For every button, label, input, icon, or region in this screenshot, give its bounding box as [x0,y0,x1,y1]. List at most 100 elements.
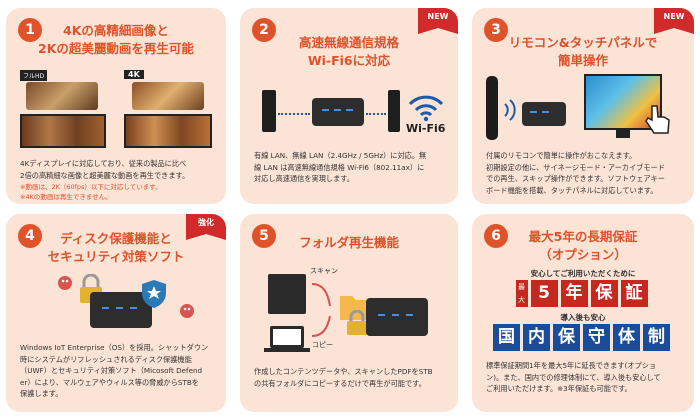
desc-line: 有線 LAN、無線 LAN（2.4GHz / 5GHz）に対応。無 [254,151,427,160]
fullhd-monitor-image: フルHD [20,70,106,150]
card-title-line: セキュリティ対策ソフト [47,249,185,264]
desc-line: 作成したコンテンツデータや、スキャンしたPDFをSTB [254,367,433,376]
desc-line: 標準保証期間1年を最大5年に延長できます(オプショ [486,361,657,370]
card-description: 有線 LAN、無線 LAN（2.4GHz / 5GHz）に対応。無 線 LAN … [254,150,446,185]
desc-line: 4Kディスプレイに対応しており、従来の製品に比べ [20,159,187,168]
copy-label: コピー [312,341,333,349]
card-title-line: Wi-Fi6に対応 [307,53,391,68]
remote-control-image [486,76,498,140]
card-title: 高速無線通信規格 Wi-Fi6に対応 [240,34,458,70]
card-title-line: 2Kの超美麗動画を再生可能 [38,41,194,56]
desc-line: での再生、スキップ操作ができます。ソフトウェアキー [486,174,665,183]
led [116,307,123,309]
card-number: 3 [484,18,508,42]
led [322,109,329,111]
card-title: 4Kの高精細画像と 2Kの超美麗動画を再生可能 [6,22,226,58]
desc-line: （UWF）とセキュリティ対策ソフト（Micosoft Defend [20,366,203,375]
led [406,314,413,316]
led [334,109,341,111]
stamp-char: 5 [530,280,558,307]
wifi-icon [408,95,444,122]
desc-line: Windows IoT Enterprise（OS）を採用。シャットダウン [20,343,209,352]
monitor-screen [20,114,106,148]
stb-device-image [522,102,566,126]
desc-line: 保護します。 [20,389,63,398]
food-photo [132,82,204,110]
fullhd-badge: フルHD [20,70,48,81]
desc-line: ご利用いただけます。※3年保証も可能です。 [486,384,632,393]
dotted-link-line [278,113,310,115]
router-left-icon [262,90,276,132]
feature-card-remote: 3 NEW リモコン&タッチパネルで 簡単操作 付属のリモコンで簡単に操作がおこ… [472,8,694,204]
stamp-char: 証 [620,280,648,307]
card-title-line: 簡単操作 [557,53,608,68]
led [102,307,109,309]
hand-pointer-icon [645,105,670,134]
shield-icon [142,280,166,308]
laptop-icon [270,326,304,348]
support-stamp-row: 国内保守体制 [472,324,694,351]
monitor-screen [124,114,212,148]
stamp-char: 内 [523,324,550,351]
card-title-line: 4Kの高精細画像と [63,23,169,38]
card-note: ※動画は、2K（60fps）以下に対応しています。 ※4Kの動画は再生できません… [20,182,214,202]
desc-line: ン)。また、国内での修理体制にて、導入後も安心して [486,372,661,382]
arrow-icon [311,283,331,337]
4k-badge: 4K [124,70,144,79]
dotted-link-line [366,113,386,115]
card-number: 4 [18,224,42,248]
card-description: 4Kディスプレイに対応しており、従来の製品に比べ 2倍の高精細な画像と超美麗な動… [20,158,214,181]
stamp-char: 国 [493,324,520,351]
led [378,314,385,316]
card-number: 1 [18,18,42,42]
feature-card-security: 4 強化 ディスク保護機能と セキュリティ対策ソフト Windows IoT E… [6,214,226,412]
card-title-line: リモコン&タッチパネルで [508,35,658,50]
card-title: ディスク保護機能と セキュリティ対策ソフト [6,230,226,266]
virus-icon [180,304,194,318]
card-title-line: 高速無線通信規格 [298,35,399,50]
stb-device-image [312,98,364,126]
virus-icon [58,276,72,290]
card-title: 最大5年の長期保証 （オプション） [472,228,694,264]
stamp-char: 体 [613,324,640,351]
card-title: リモコン&タッチパネルで 簡単操作 [472,34,694,70]
desc-line: 時にシステムがリフレッシュされるディスク保護機能 [20,354,192,364]
card-description: 作成したコンテンツデータや、スキャンしたPDFをSTB の共有フォルダにコピーす… [254,366,446,389]
led [130,307,137,309]
desc-line: 付属のリモコンで簡単に操作がおこなえます。 [486,151,637,160]
card-description: 付属のリモコンで簡単に操作がおこなえます。 初期設定の他に、サイネージモード・ア… [486,150,682,196]
enhanced-tag: 強化 [186,214,226,240]
router-right-icon [388,90,400,132]
signal-waves-icon [504,99,516,121]
card-description: Windows IoT Enterprise（OS）を採用。シャットダウン 時に… [20,342,214,400]
stamp-char: 保 [553,324,580,351]
stb-device-image [90,292,152,328]
card-title-line: 最大5年の長期保証 [528,229,638,244]
note-line: ※4Kの動画は再生できません。 [20,193,112,201]
max-stamp: 最大 [515,280,528,307]
card-description: 標準保証期間1年を最大5年に延長できます(オプショ ン)。また、国内での修理体制… [486,360,682,395]
led [392,314,399,316]
food-photo [26,82,98,110]
card-title-line: （オプション） [539,247,627,262]
card-title-line: ディスク保護機能と [60,231,172,246]
lock-icon [347,310,367,335]
warranty-subtitle: 安心してご利用いただくために [530,269,636,278]
desc-line: 線 LAN は高速無線通信規格 Wi-Fi6（802.11ax）に [254,162,425,172]
card-number: 6 [484,224,508,248]
new-tag: NEW [418,8,458,34]
wifi6-label: Wi-Fi6 [406,122,446,135]
desc-line: 初期設定の他に、サイネージモード・アーカイブモード [486,162,665,172]
card-number: 2 [252,18,276,42]
note-line: ※動画は、2K（60fps）以下に対応しています。 [20,183,162,191]
led [542,111,549,113]
stamp-char: 制 [643,324,670,351]
card-number: 5 [252,224,276,248]
feature-card-4k: 1 4Kの高精細画像と 2Kの超美麗動画を再生可能 フルHD 4K 4Kディスプ… [6,8,226,204]
scan-label: スキャン [310,267,338,275]
feature-card-wifi6: 2 NEW 高速無線通信規格 Wi-Fi6に対応 Wi-Fi6 有線 LAN、無… [240,8,458,204]
new-tag: NEW [654,8,694,34]
card-title: フォルダ再生機能 [240,234,458,252]
desc-line: の共有フォルダにコピーするだけで再生が可能です。 [254,378,426,388]
